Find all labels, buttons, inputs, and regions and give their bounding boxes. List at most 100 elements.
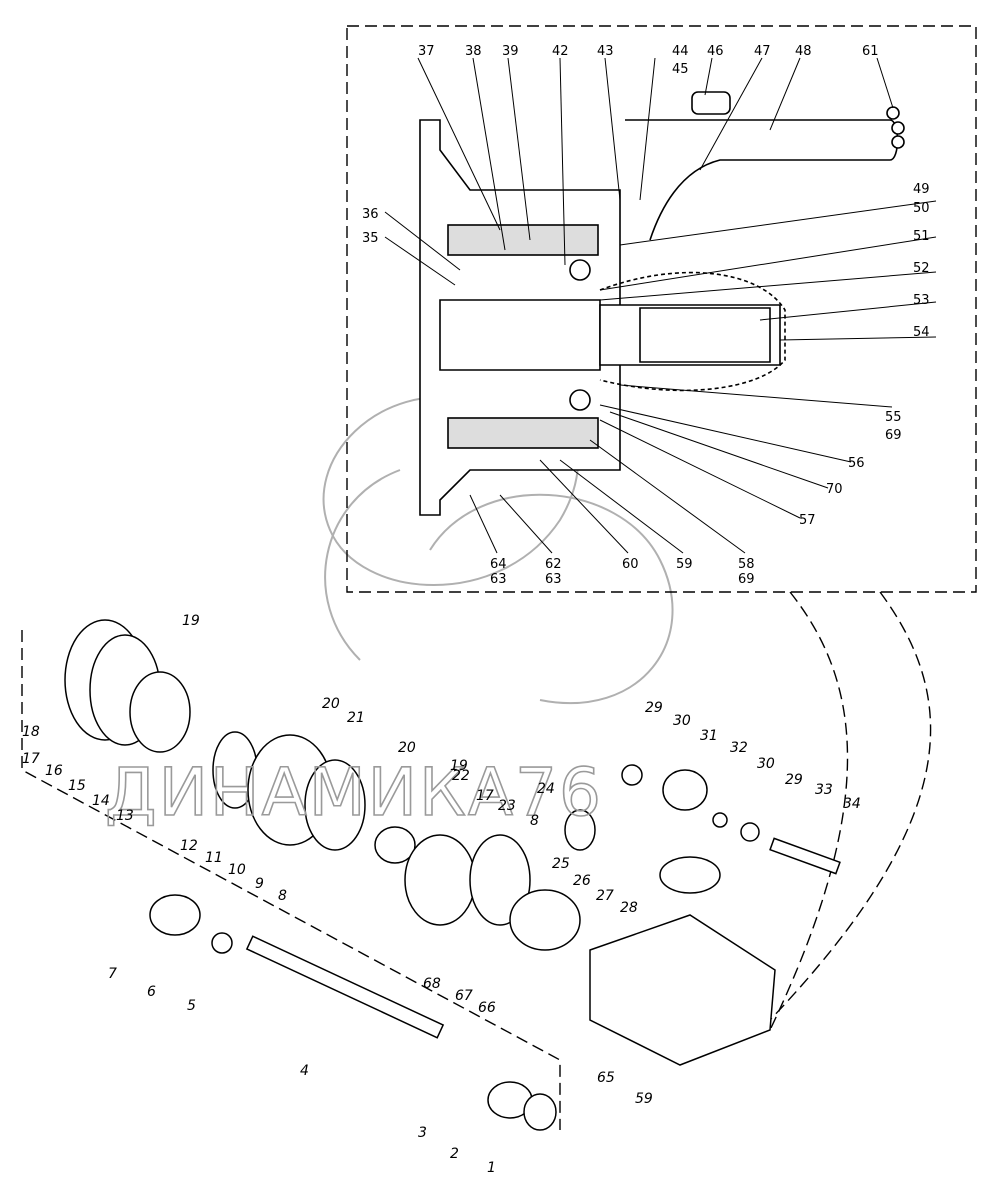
- part-4-shaft: [245, 935, 445, 1039]
- svg-text:67: 67: [455, 988, 473, 1004]
- svg-text:63: 63: [490, 572, 507, 587]
- svg-text:50: 50: [913, 201, 930, 216]
- svg-text:53: 53: [913, 293, 930, 308]
- inset-leader-lines: [384, 57, 937, 554]
- svg-text:19: 19: [182, 613, 200, 629]
- svg-text:1: 1: [487, 1160, 496, 1176]
- main-labels: 19 18 17 16 15 14 13 12 11 10 9 8 20 21 …: [22, 613, 861, 1176]
- svg-text:51: 51: [913, 229, 930, 244]
- svg-text:45: 45: [672, 62, 689, 77]
- svg-text:15: 15: [68, 778, 86, 794]
- svg-text:59: 59: [635, 1091, 653, 1107]
- svg-text:46: 46: [707, 44, 724, 59]
- svg-text:57: 57: [799, 513, 816, 528]
- svg-text:17: 17: [476, 788, 494, 804]
- svg-text:30: 30: [757, 756, 775, 772]
- svg-text:69: 69: [738, 572, 755, 587]
- svg-text:56: 56: [848, 456, 865, 471]
- svg-text:33: 33: [815, 782, 833, 798]
- exploded-parts: [64, 619, 841, 1131]
- svg-text:3: 3: [418, 1125, 427, 1141]
- svg-text:69: 69: [885, 428, 902, 443]
- svg-text:60: 60: [622, 557, 639, 572]
- svg-text:32: 32: [730, 740, 748, 756]
- part-23-plate: [469, 834, 531, 926]
- svg-text:30: 30: [673, 713, 691, 729]
- svg-text:2: 2: [450, 1146, 459, 1162]
- svg-text:63: 63: [545, 572, 562, 587]
- svg-text:21: 21: [347, 710, 365, 726]
- svg-text:26: 26: [573, 873, 591, 889]
- svg-text:13: 13: [116, 808, 134, 824]
- svg-text:49: 49: [913, 182, 930, 197]
- svg-text:37: 37: [418, 44, 435, 59]
- svg-text:5: 5: [187, 998, 196, 1014]
- svg-text:23: 23: [498, 798, 516, 814]
- part-15-gear: [129, 671, 191, 753]
- svg-text:7: 7: [108, 966, 117, 982]
- svg-text:29: 29: [645, 700, 663, 716]
- svg-text:31: 31: [700, 728, 718, 744]
- svg-text:10: 10: [228, 862, 246, 878]
- part-6-gear: [149, 894, 201, 936]
- svg-text:18: 18: [22, 724, 40, 740]
- svg-text:59: 59: [676, 557, 693, 572]
- svg-text:42: 42: [552, 44, 569, 59]
- svg-text:39: 39: [502, 44, 519, 59]
- part-5-ring: [211, 932, 233, 954]
- svg-text:38: 38: [465, 44, 482, 59]
- svg-text:55: 55: [885, 410, 902, 425]
- part-21-hub: [304, 759, 366, 851]
- svg-text:12: 12: [180, 838, 198, 854]
- part-24-bearing: [564, 809, 596, 851]
- part-1-ring: [523, 1093, 557, 1131]
- inset-frame: [21, 25, 977, 1130]
- svg-text:14: 14: [92, 793, 110, 809]
- svg-text:34: 34: [843, 796, 861, 812]
- svg-text:8: 8: [530, 813, 539, 829]
- part-67-seal: [509, 889, 581, 951]
- svg-text:66: 66: [478, 1000, 496, 1016]
- svg-text:20: 20: [398, 740, 416, 756]
- part-27-shaft: [659, 856, 721, 894]
- svg-text:25: 25: [552, 856, 570, 872]
- svg-text:19: 19: [450, 758, 468, 774]
- svg-text:54: 54: [913, 325, 930, 340]
- svg-text:43: 43: [597, 44, 614, 59]
- svg-text:22: 22: [452, 768, 470, 784]
- svg-text:8: 8: [278, 888, 287, 904]
- svg-text:52: 52: [913, 261, 930, 276]
- svg-text:62: 62: [545, 557, 562, 572]
- part-28-housing: [589, 914, 776, 1066]
- part-29-washer: [621, 764, 643, 786]
- svg-text:61: 61: [862, 44, 879, 59]
- svg-text:27: 27: [596, 888, 614, 904]
- svg-text:24: 24: [537, 781, 555, 797]
- inset-labels: 37 38 39 42 43 44 45 46 47 48 61 49 50 5…: [362, 44, 930, 587]
- svg-text:64: 64: [490, 557, 507, 572]
- inset-section-view: [419, 91, 905, 516]
- part-22-disc: [404, 834, 476, 926]
- svg-text:70: 70: [826, 482, 843, 497]
- svg-text:9: 9: [255, 876, 264, 892]
- svg-text:65: 65: [597, 1070, 615, 1086]
- part-31-gear: [662, 769, 708, 811]
- watermark-text: ДИНАМИКА76: [105, 754, 603, 831]
- part-29-washer-2: [740, 822, 760, 842]
- svg-text:20: 20: [322, 696, 340, 712]
- svg-text:17: 17: [22, 751, 40, 767]
- svg-text:28: 28: [620, 900, 638, 916]
- part-33-pin: [769, 837, 841, 875]
- part-20-ring: [374, 826, 416, 864]
- svg-text:29: 29: [785, 772, 803, 788]
- svg-text:68: 68: [423, 976, 441, 992]
- part-32-ring: [712, 812, 728, 828]
- svg-text:11: 11: [205, 850, 223, 866]
- svg-text:36: 36: [362, 207, 379, 222]
- svg-text:35: 35: [362, 231, 379, 246]
- svg-text:6: 6: [147, 984, 156, 1000]
- svg-text:16: 16: [45, 763, 63, 779]
- svg-text:44: 44: [672, 44, 689, 59]
- svg-text:4: 4: [300, 1063, 309, 1079]
